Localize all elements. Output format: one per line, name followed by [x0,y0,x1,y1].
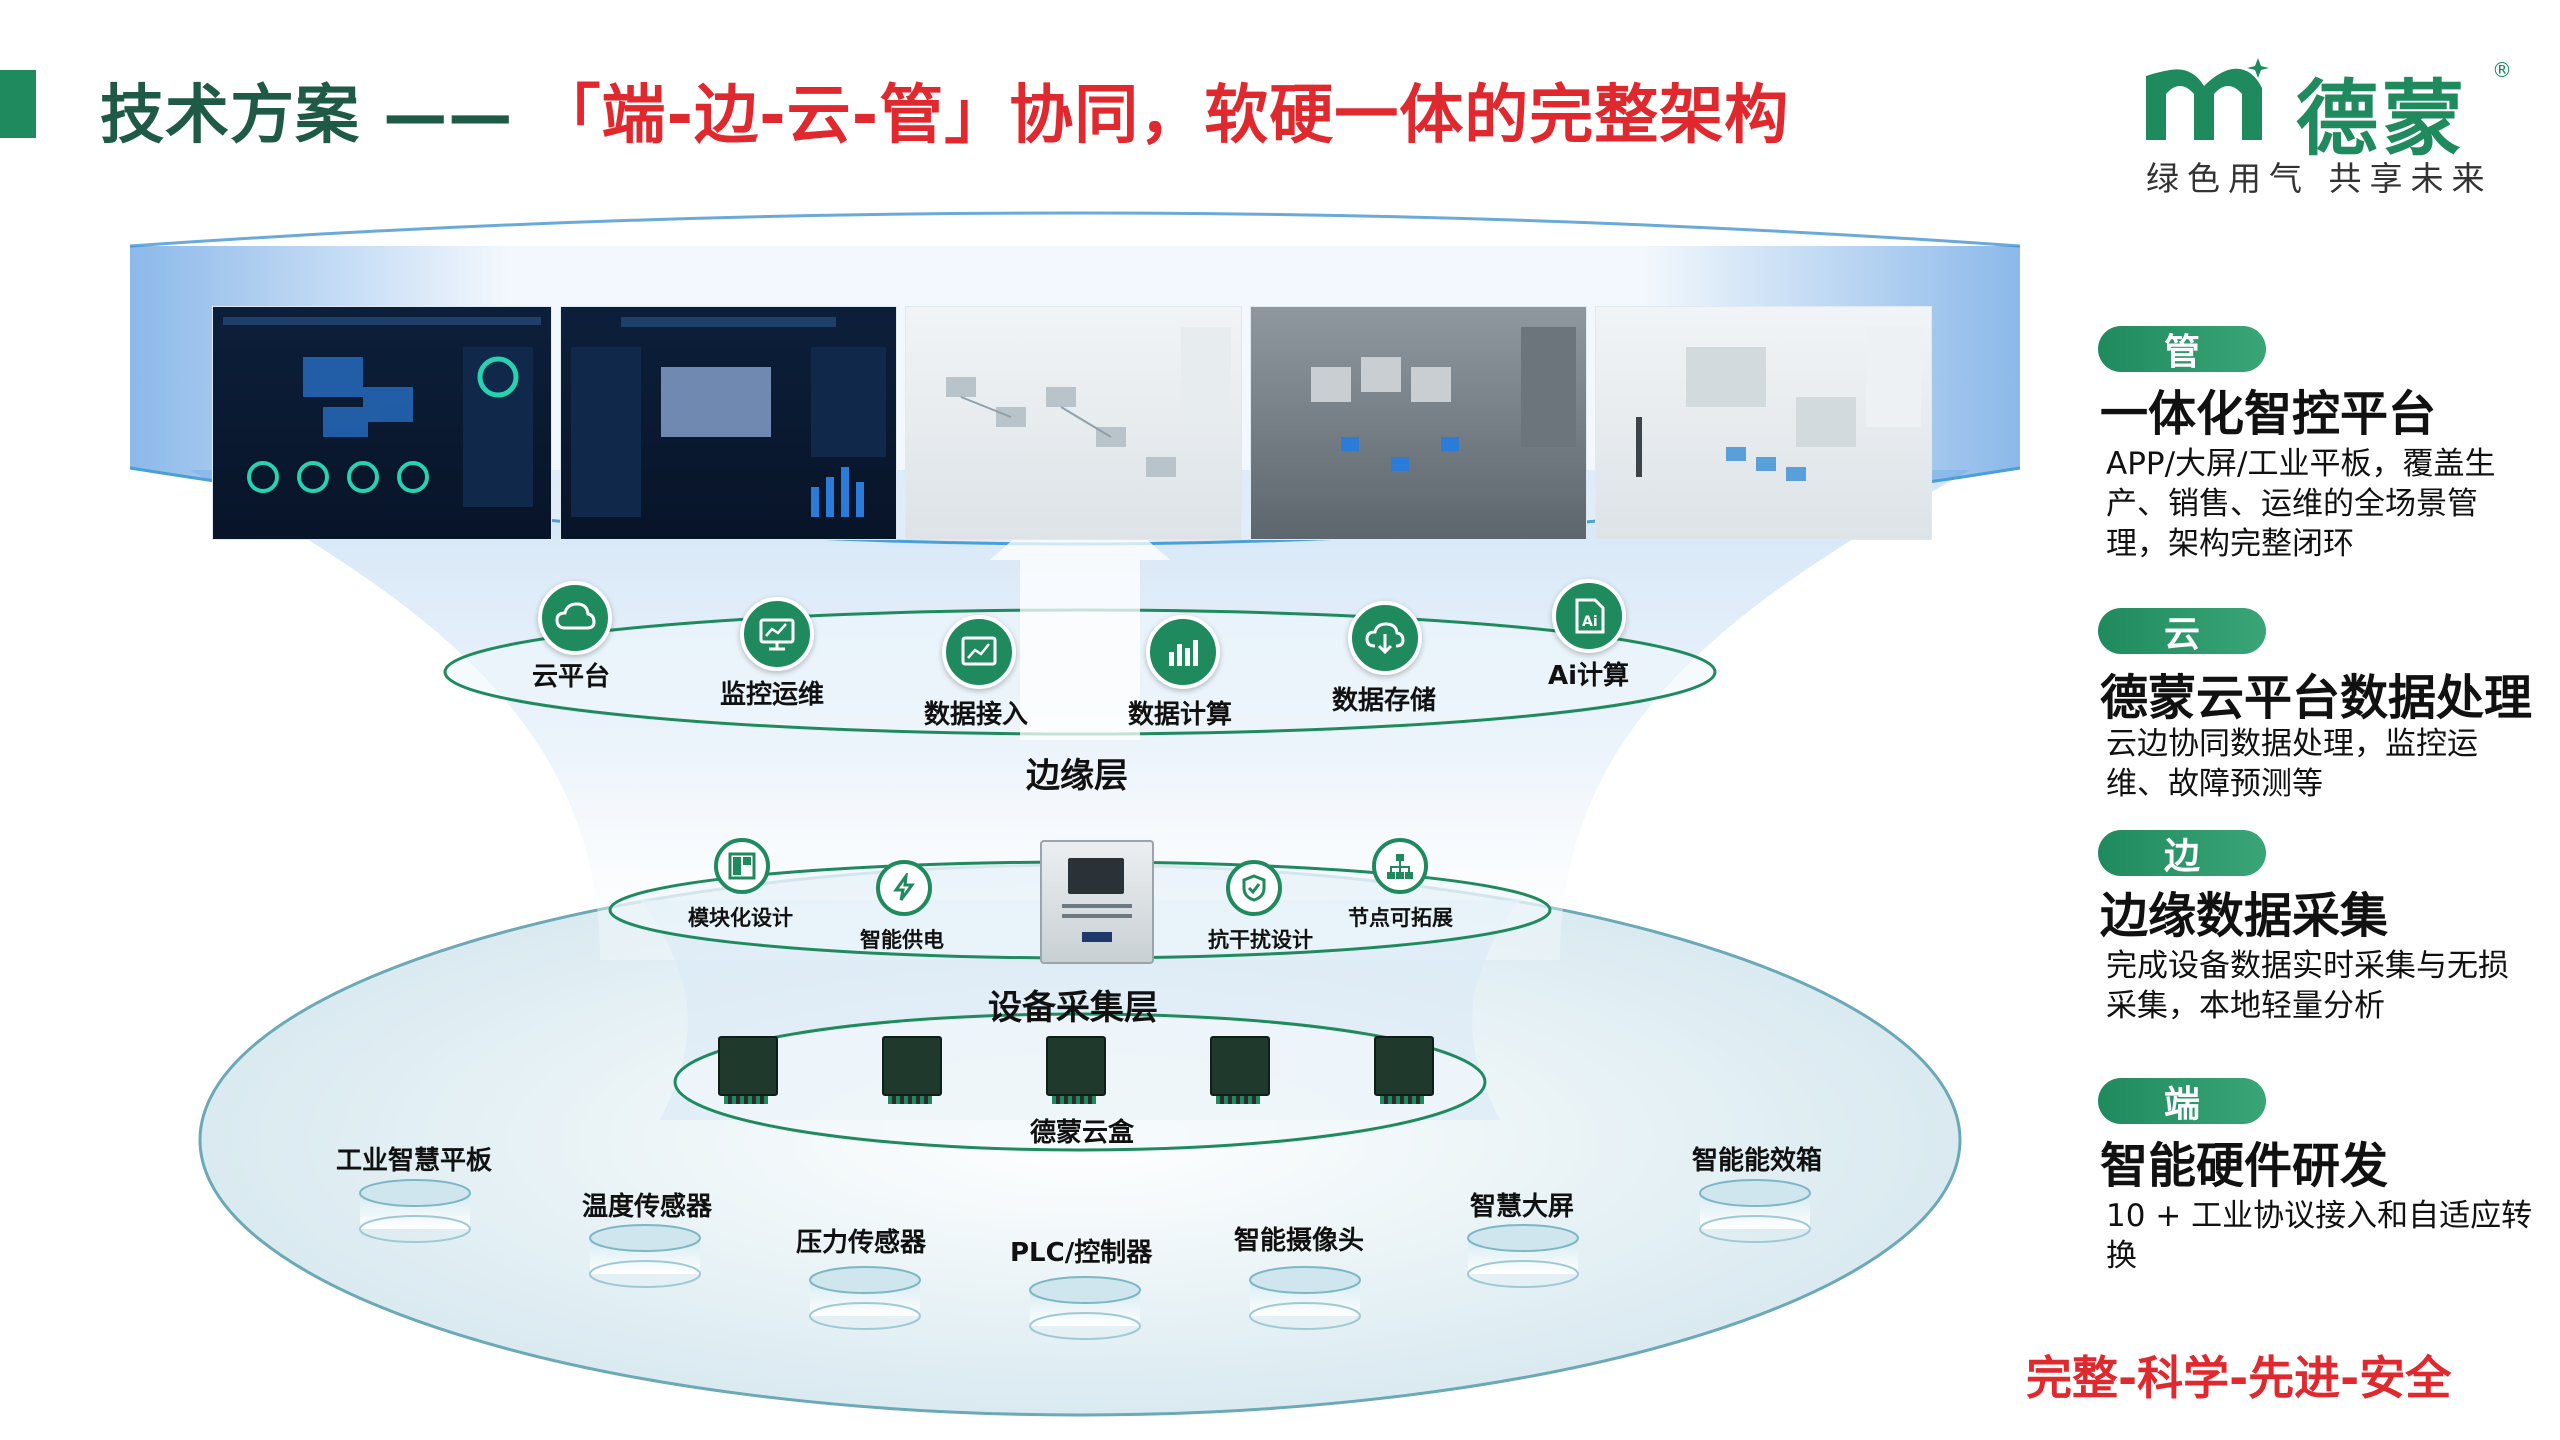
panel-desc-bian: 完成设备数据实时采集与无损采集，本地轻量分析 [2106,948,2509,1024]
tag-bian: 边 [2098,830,2266,877]
gateway-badge [1082,932,1112,942]
terminal-device-label: 智能能效箱 [1692,1146,1823,1176]
page-title-prefix: 技术方案 —— [100,79,537,153]
anti-interference-label: 抗干扰设计 [1208,928,1313,952]
panel-title-duan: 智能硬件研发 [2100,1138,2389,1194]
modular-design-label: 模块化设计 [688,906,793,930]
terminal-device-label: PLC/控制器 [1010,1238,1153,1268]
panel-title-bian: 边缘数据采集 [2100,888,2389,944]
node-expandable-label: 节点可拓展 [1348,906,1453,930]
cloud-box-device [1374,1036,1434,1104]
ai-compute-label: Ai计算 [1548,661,1630,691]
platform-screen-1 [212,306,552,540]
edge-gateway-device [1040,840,1154,964]
smart-power-label: 智能供电 [860,928,944,952]
ai-icon: Ai [1552,579,1626,653]
data-input-label: 数据接入 [924,700,1029,730]
cloud-box-device [718,1036,778,1104]
upward-arrow [990,480,1170,740]
bar-chart-icon [1146,615,1220,689]
panel-title-yun: 德蒙云平台数据处理 [2100,670,2533,726]
dashboard-thumbnail [946,327,1231,477]
device-layer-title: 设备采集层 [988,988,1158,1028]
terminal-device-label: 工业智慧平板 [336,1146,493,1176]
platform-screen-5 [1595,306,1932,540]
gateway-label-line [1062,904,1132,908]
dashboard-thumbnail [223,317,541,507]
cloud-box-device [1046,1036,1106,1104]
top-ring-back [129,211,2021,248]
cloud-icon [538,581,612,655]
monitoring-ops-label: 监控运维 [720,680,825,710]
terminal-pedestals [359,1179,1811,1340]
cloud-box-device [882,1036,942,1104]
tagline: 完整-科学-先进-安全 [2026,1351,2452,1405]
logo-slogan: 绿色用气 共享未来 [2146,159,2493,198]
panel-desc-duan: 10 + 工业协议接入和自适应转换 [2106,1198,2533,1274]
page-title: 技术方案 —— 「端-边-云-管」协同，软硬一体的完整架构 [100,64,1789,156]
cloud-platform-label: 云平台 [532,662,611,692]
edge-layer-title: 边缘层 [1026,756,1128,796]
cloud-box-device [1210,1036,1270,1104]
tag-duan: 端 [2098,1078,2266,1125]
power-icon [876,860,932,916]
dashboard-thumbnail [571,317,886,517]
terminal-device-label: 智慧大屏 [1470,1192,1575,1222]
data-input-icon [942,615,1016,689]
tag-guan: 管 [2098,326,2266,373]
data-compute-label: 数据计算 [1128,700,1233,730]
gateway-screen [1068,858,1124,894]
platform-screen-2 [560,306,897,540]
panel-title-guan: 一体化智控平台 [2100,386,2437,442]
shield-check-icon [1226,860,1282,916]
tag-yun: 云 [2098,608,2266,655]
logo-icon [2146,58,2269,140]
network-icon [1372,838,1428,894]
platform-screen-3 [905,306,1242,540]
cloud-box-label: 德蒙云盒 [1030,1118,1135,1148]
logo-name: 德蒙 [2296,72,2469,167]
panel-desc-guan: APP/大屏/工业平板，覆盖生产、销售、运维的全场景管理，架构完整闭环 [2106,446,2496,562]
monitor-icon [740,597,814,671]
platform-screen-4 [1250,306,1587,540]
module-icon [714,838,770,894]
svg-text:Ai: Ai [1582,614,1598,630]
terminal-device-label: 温度传感器 [582,1192,713,1222]
page-title-highlight: 「端-边-云-管」协同，软硬一体的完整架构 [536,79,1790,153]
gateway-label-line [1062,914,1132,918]
title-accent-bar [0,70,36,138]
terminal-device-label: 压力传感器 [796,1228,927,1258]
cloud-download-icon [1348,601,1422,675]
dashboard-thumbnail [1636,327,1921,481]
logo-registered-mark: ® [2492,58,2512,82]
terminal-device-label: 智能摄像头 [1234,1226,1365,1256]
panel-desc-yun: 云边协同数据处理，监控运维、故障预测等 [2106,726,2478,802]
dashboard-thumbnail [1311,327,1576,471]
data-storage-label: 数据存储 [1332,686,1437,716]
